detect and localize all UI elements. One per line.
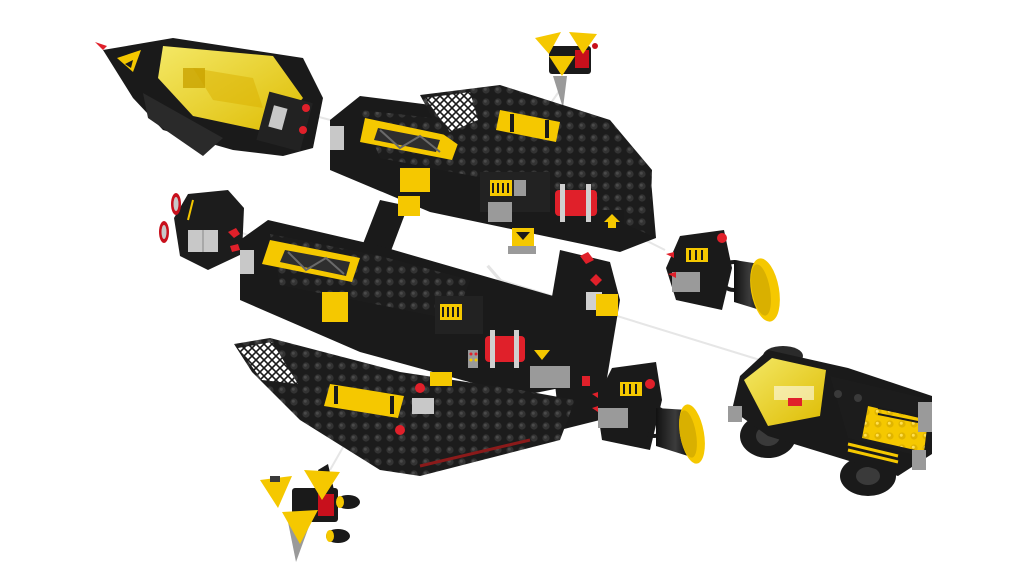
- down-arrow-icon: [516, 232, 530, 240]
- small-fighter-bottom: [260, 464, 360, 562]
- lower-wing-plate: [234, 338, 575, 476]
- pod-left: [159, 190, 244, 270]
- thruster-right-upper: [666, 230, 780, 322]
- arrow-thruster-upper: [626, 223, 666, 251]
- main-base: [234, 85, 656, 476]
- rover: [728, 346, 932, 496]
- up-arrow-icon: [604, 214, 620, 228]
- down-arrow-icon-lower: [534, 350, 550, 360]
- small-fighter-top: [535, 32, 598, 108]
- thruster-right-lower: [592, 362, 705, 464]
- shuttle: [95, 38, 323, 156]
